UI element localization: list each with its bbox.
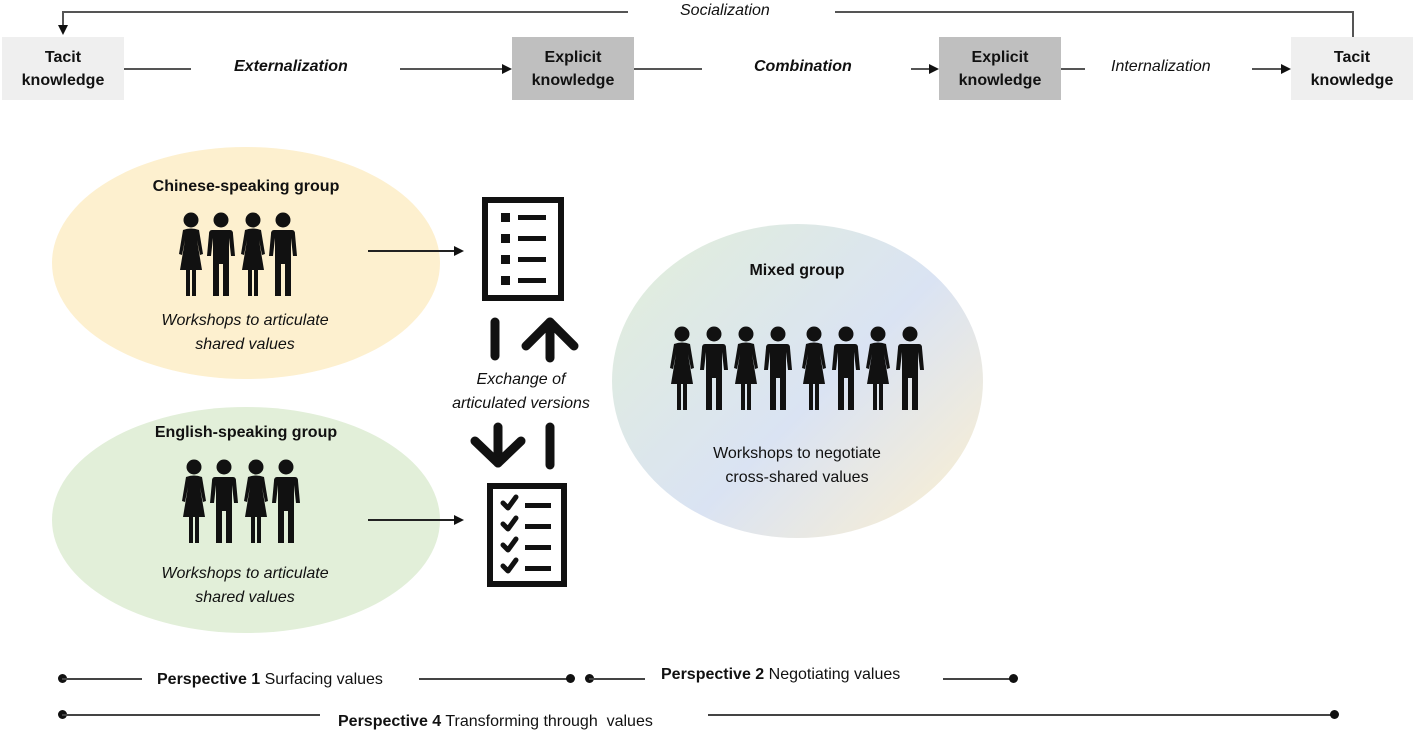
connector-line [124, 68, 191, 70]
box-line2: knowledge [21, 71, 105, 89]
exchange-down-arrow-icon [470, 422, 526, 468]
arrowhead-down-icon [58, 25, 68, 35]
exchange-down-bar-icon [545, 422, 555, 470]
perspective-2-label: Perspective 2 Negotiating values [661, 666, 900, 684]
box-line1: Explicit [971, 48, 1029, 66]
box-line2: knowledge [1310, 71, 1394, 89]
exchange-up-bar-icon [490, 317, 500, 361]
socialization-line-right [835, 11, 1353, 13]
perspective-1-text: Surfacing values [260, 671, 383, 688]
perspective-1-line-left [62, 678, 142, 680]
explicit-knowledge-box-1: Explicit knowledge [512, 37, 634, 100]
perspective-4-end-dot [1330, 710, 1339, 719]
perspective-2-name: Perspective 2 [661, 666, 765, 683]
process-combination: Combination [754, 58, 852, 75]
english-to-document-arrow-line [368, 519, 454, 521]
mixed-group-people-icon [670, 326, 924, 410]
box-line1: Tacit [44, 48, 82, 66]
process-internalization: Internalization [1111, 58, 1211, 75]
checklist-document-icon [487, 483, 567, 587]
desc-line2: cross-shared values [725, 469, 869, 486]
exchange-line1: Exchange of [476, 371, 566, 388]
perspective-4-line-right [708, 714, 1336, 716]
desc-line1: Workshops to articulate [161, 312, 329, 329]
connector-line [1252, 68, 1281, 70]
chinese-group-people-icon [179, 212, 297, 296]
tacit-knowledge-box-end: Tacit knowledge [1291, 37, 1413, 100]
box-line2: knowledge [531, 71, 615, 89]
mixed-group-description: Workshops to negotiate cross-shared valu… [667, 442, 927, 490]
english-group-people-icon [182, 459, 300, 543]
tacit-knowledge-box-start: Tacit knowledge [2, 37, 124, 100]
perspective-2-end-dot [1009, 674, 1018, 683]
chinese-group-title: Chinese-speaking group [152, 178, 340, 195]
perspective-1-line-right [419, 678, 571, 680]
connector-line [634, 68, 702, 70]
arrowhead-right-icon [929, 64, 939, 74]
socialization-label: Socialization [680, 2, 770, 19]
explicit-knowledge-box-2: Explicit knowledge [939, 37, 1061, 100]
arrowhead-right-icon [502, 64, 512, 74]
socialization-line-drop [62, 11, 64, 27]
perspective-4-name: Perspective 4 [338, 713, 442, 730]
desc-line1: Workshops to negotiate [713, 445, 881, 462]
perspective-2-line-right [943, 678, 1014, 680]
connector-line [911, 68, 929, 70]
exchange-up-arrow-icon [521, 317, 579, 363]
desc-line2: shared values [195, 336, 295, 353]
chinese-group-description: Workshops to articulate shared values [120, 309, 370, 357]
socialization-line-rise [1352, 11, 1354, 37]
perspective-1-end-dot [566, 674, 575, 683]
box-line2: knowledge [958, 71, 1042, 89]
connector-line [400, 68, 502, 70]
perspective-2-line-left [589, 678, 645, 680]
desc-line1: Workshops to articulate [161, 565, 329, 582]
connector-line [1061, 68, 1085, 70]
arrowhead-right-icon [1281, 64, 1291, 74]
mixed-group-title: Mixed group [749, 262, 845, 279]
perspective-4-line-left [62, 714, 320, 716]
exchange-label: Exchange of articulated versions [440, 368, 602, 416]
bulleted-list-document-icon [482, 197, 564, 301]
perspective-1-label: Perspective 1 Surfacing values [157, 671, 383, 689]
english-group-title: English-speaking group [154, 424, 338, 441]
perspective-4-text: Transforming through values [441, 713, 653, 730]
process-externalization: Externalization [234, 58, 348, 75]
arrowhead-right-icon [454, 515, 464, 525]
exchange-line2: articulated versions [452, 395, 590, 412]
desc-line2: shared values [195, 589, 295, 606]
perspective-2-text: Negotiating values [764, 666, 901, 683]
arrowhead-right-icon [454, 246, 464, 256]
perspective-1-name: Perspective 1 [157, 671, 261, 688]
english-group-description: Workshops to articulate shared values [120, 562, 370, 610]
box-line1: Explicit [544, 48, 602, 66]
chinese-to-document-arrow-line [368, 250, 454, 252]
box-line1: Tacit [1333, 48, 1371, 66]
socialization-line-left [62, 11, 628, 13]
perspective-4-label: Perspective 4 Transforming through value… [338, 713, 653, 731]
